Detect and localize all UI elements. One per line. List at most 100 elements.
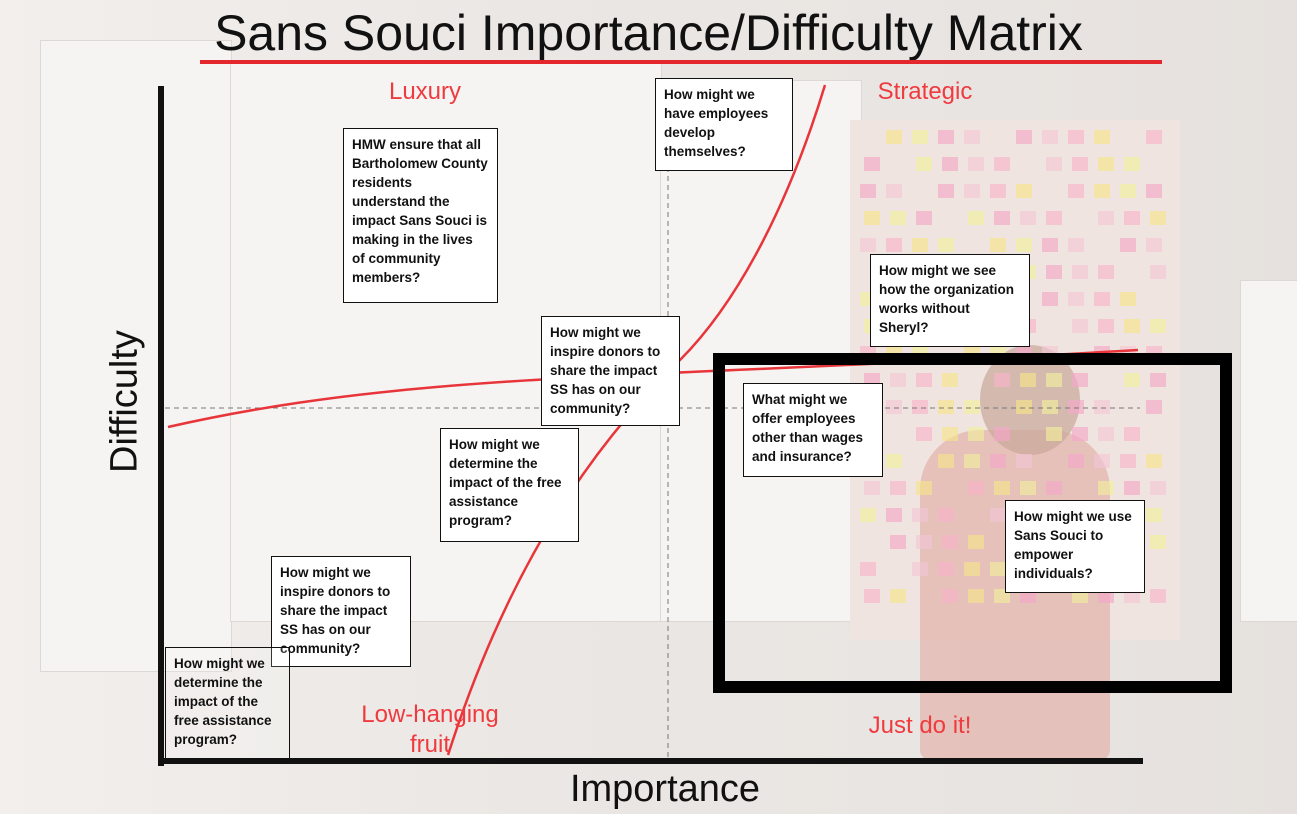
- background-sticky-note: [1068, 130, 1084, 144]
- background-sticky-note: [1020, 211, 1036, 225]
- background-sticky-note: [1042, 130, 1058, 144]
- background-sticky-note: [886, 130, 902, 144]
- background-sticky-note: [916, 535, 932, 549]
- background-sticky-note: [1016, 454, 1032, 468]
- background-sticky-note: [1150, 319, 1166, 333]
- background-sticky-note: [1098, 157, 1114, 171]
- background-sticky-note: [938, 184, 954, 198]
- background-sticky-note: [912, 130, 928, 144]
- hmw-card-employees-offer: What might we offer employees other than…: [743, 383, 883, 477]
- hmw-card-sheryl: How might we see how the organization wo…: [870, 254, 1030, 347]
- background-sticky-note: [1016, 130, 1032, 144]
- background-sticky-note: [1120, 238, 1136, 252]
- background-sticky-note: [942, 157, 958, 171]
- hmw-card-donors-lower: How might we inspire donors to share the…: [271, 556, 411, 667]
- background-sticky-note: [890, 373, 906, 387]
- background-sticky-note: [1046, 373, 1062, 387]
- background-sticky-note: [1042, 400, 1058, 414]
- background-sticky-note: [886, 508, 902, 522]
- background-sticky-note: [1120, 184, 1136, 198]
- background-sticky-note: [964, 184, 980, 198]
- background-sticky-note: [994, 211, 1010, 225]
- background-sticky-note: [916, 481, 932, 495]
- hmw-card-empower: How might we use Sans Souci to empower i…: [1005, 500, 1145, 593]
- background-sticky-note: [1046, 157, 1062, 171]
- background-sticky-note: [864, 157, 880, 171]
- background-sticky-note: [1098, 319, 1114, 333]
- background-sticky-note: [938, 400, 954, 414]
- background-sticky-note: [1150, 481, 1166, 495]
- background-sticky-note: [1150, 265, 1166, 279]
- background-sticky-note: [1094, 292, 1110, 306]
- background-sticky-note: [1068, 400, 1084, 414]
- background-sticky-note: [864, 589, 880, 603]
- background-sticky-note: [938, 238, 954, 252]
- background-sticky-note: [890, 589, 906, 603]
- background-sticky-note: [964, 130, 980, 144]
- background-sticky-note: [1150, 589, 1166, 603]
- background-sticky-note: [938, 508, 954, 522]
- background-poster-right: [1240, 280, 1297, 622]
- background-sticky-note: [1046, 427, 1062, 441]
- hmw-card-free-assistance-center: How might we determine the impact of the…: [440, 428, 579, 542]
- background-sticky-note: [1120, 292, 1136, 306]
- background-sticky-note: [994, 481, 1010, 495]
- background-sticky-note: [1046, 481, 1062, 495]
- background-sticky-note: [1124, 157, 1140, 171]
- background-sticky-note: [1094, 184, 1110, 198]
- background-sticky-note: [860, 562, 876, 576]
- quadrant-label-low-hanging-fruit: Low-hanging fruit: [361, 701, 499, 758]
- y-axis-label: Difficulty: [103, 330, 146, 473]
- background-sticky-note: [1016, 238, 1032, 252]
- background-sticky-note: [1068, 238, 1084, 252]
- background-sticky-note: [1042, 238, 1058, 252]
- background-sticky-note: [860, 508, 876, 522]
- background-sticky-note: [968, 157, 984, 171]
- page-title: Sans Souci Importance/Difficulty Matrix: [214, 5, 1083, 61]
- background-sticky-note: [990, 454, 1006, 468]
- hmw-card-donors-center: How might we inspire donors to share the…: [541, 316, 680, 426]
- background-sticky-note: [1150, 211, 1166, 225]
- background-sticky-note: [1094, 130, 1110, 144]
- background-sticky-note: [1098, 481, 1114, 495]
- background-sticky-note: [1098, 427, 1114, 441]
- background-sticky-note: [1020, 481, 1036, 495]
- background-sticky-note: [1072, 427, 1088, 441]
- background-sticky-note: [912, 562, 928, 576]
- y-axis: [158, 86, 164, 766]
- background-sticky-note: [916, 211, 932, 225]
- background-sticky-note: [1068, 454, 1084, 468]
- background-sticky-note: [912, 508, 928, 522]
- background-sticky-note: [1094, 454, 1110, 468]
- background-sticky-note: [942, 373, 958, 387]
- background-sticky-note: [1016, 400, 1032, 414]
- background-sticky-note: [938, 130, 954, 144]
- background-sticky-note: [1146, 130, 1162, 144]
- background-sticky-note: [1146, 454, 1162, 468]
- title-underline: [200, 60, 1162, 64]
- background-sticky-note: [1146, 400, 1162, 414]
- hmw-card-develop: How might we have employees develop them…: [655, 78, 793, 171]
- background-sticky-note: [942, 535, 958, 549]
- background-sticky-note: [964, 562, 980, 576]
- background-sticky-note: [1124, 319, 1140, 333]
- background-sticky-note: [938, 562, 954, 576]
- background-sticky-note: [1098, 265, 1114, 279]
- background-sticky-note: [994, 157, 1010, 171]
- background-sticky-note: [1120, 454, 1136, 468]
- background-sticky-note: [1146, 184, 1162, 198]
- background-sticky-note: [916, 427, 932, 441]
- background-sticky-note: [1098, 211, 1114, 225]
- background-sticky-note: [890, 481, 906, 495]
- background-sticky-note: [1042, 292, 1058, 306]
- background-sticky-note: [968, 481, 984, 495]
- background-sticky-note: [990, 184, 1006, 198]
- background-sticky-note: [964, 400, 980, 414]
- background-sticky-note: [968, 589, 984, 603]
- background-sticky-note: [1146, 508, 1162, 522]
- background-sticky-note: [968, 211, 984, 225]
- quadrant-label-just-do-it: Just do it!: [868, 712, 972, 739]
- hmw-card-bartholomew: HMW ensure that all Bartholomew County r…: [343, 128, 498, 303]
- background-sticky-note: [1150, 373, 1166, 387]
